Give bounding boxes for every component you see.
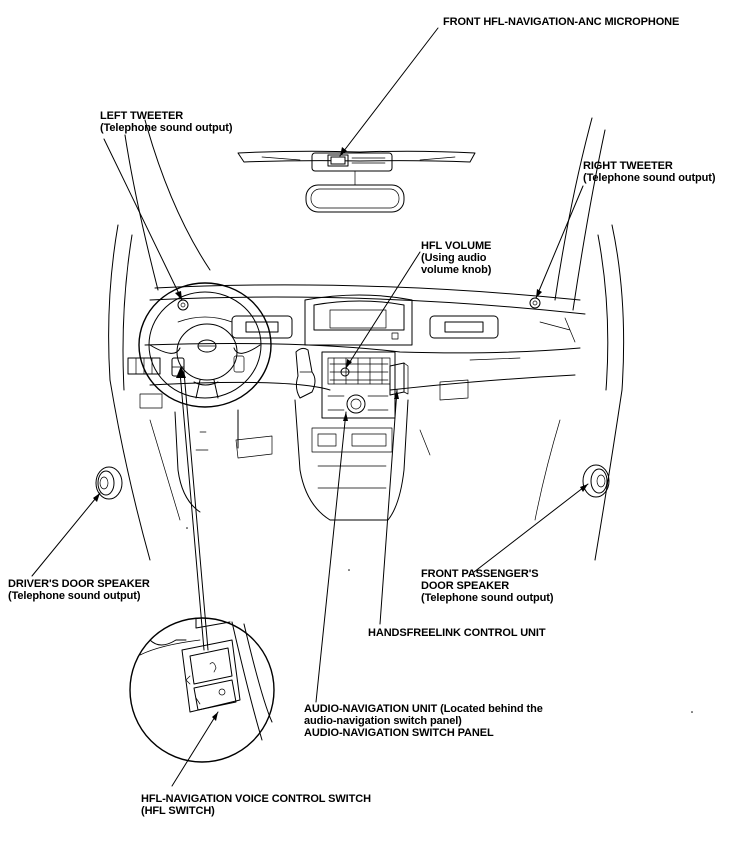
front-microphone: [330, 156, 346, 165]
label-voice-control-switch-2: (HFL SWITCH): [141, 805, 215, 817]
left-pillar: [108, 119, 211, 561]
passenger-door-speaker-shape: [582, 464, 610, 498]
label-audio-nav-switch-panel: AUDIO-NAVIGATION SWITCH PANEL: [304, 727, 494, 739]
label-handsfreelink-unit: HANDSFREELINK CONTROL UNIT: [368, 627, 546, 639]
label-hfl-volume-sub2: volume knob): [421, 264, 492, 276]
overhead-console: [237, 150, 476, 172]
switch-inset: [129, 617, 275, 763]
handsfreelink-unit-box: [389, 362, 409, 396]
left-tweeter-shape: [177, 299, 189, 311]
right-tweeter-shape: [529, 297, 541, 309]
rear-view-mirror: [305, 170, 405, 213]
center-stack: [321, 351, 396, 419]
drivers-door-speaker-shape: [95, 466, 123, 500]
label-audio-nav-unit-1: AUDIO-NAVIGATION UNIT (Located behind th…: [304, 703, 543, 715]
label-passenger-speaker-sub: (Telephone sound output): [421, 592, 554, 604]
label-left-tweeter-sub: (Telephone sound output): [100, 122, 233, 134]
label-drivers-door-speaker: DRIVER'S DOOR SPEAKER: [8, 578, 150, 590]
label-front-microphone: FRONT HFL-NAVIGATION-ANC MICROPHONE: [443, 16, 680, 28]
label-left-tweeter: LEFT TWEETER: [100, 110, 184, 122]
label-passenger-speaker-2: DOOR SPEAKER: [421, 580, 510, 592]
label-right-tweeter-sub: (Telephone sound output): [583, 172, 716, 184]
label-voice-control-switch-1: HFL-NAVIGATION VOICE CONTROL SWITCH: [141, 793, 371, 805]
label-passenger-speaker-1: FRONT PASSENGER'S: [421, 568, 539, 580]
leader-lines: [31, 27, 589, 787]
dashboard: [127, 284, 586, 409]
label-hfl-volume-sub1: (Using audio: [421, 252, 487, 264]
label-drivers-door-speaker-sub: (Telephone sound output): [8, 590, 141, 602]
label-right-tweeter: RIGHT TWEETER: [583, 160, 673, 172]
steering-wheel: [138, 282, 272, 408]
label-hfl-volume: HFL VOLUME: [421, 240, 492, 252]
label-audio-nav-unit-2: audio-navigation switch panel): [304, 715, 462, 727]
right-pillar: [554, 117, 625, 561]
gear-shift: [295, 347, 316, 399]
